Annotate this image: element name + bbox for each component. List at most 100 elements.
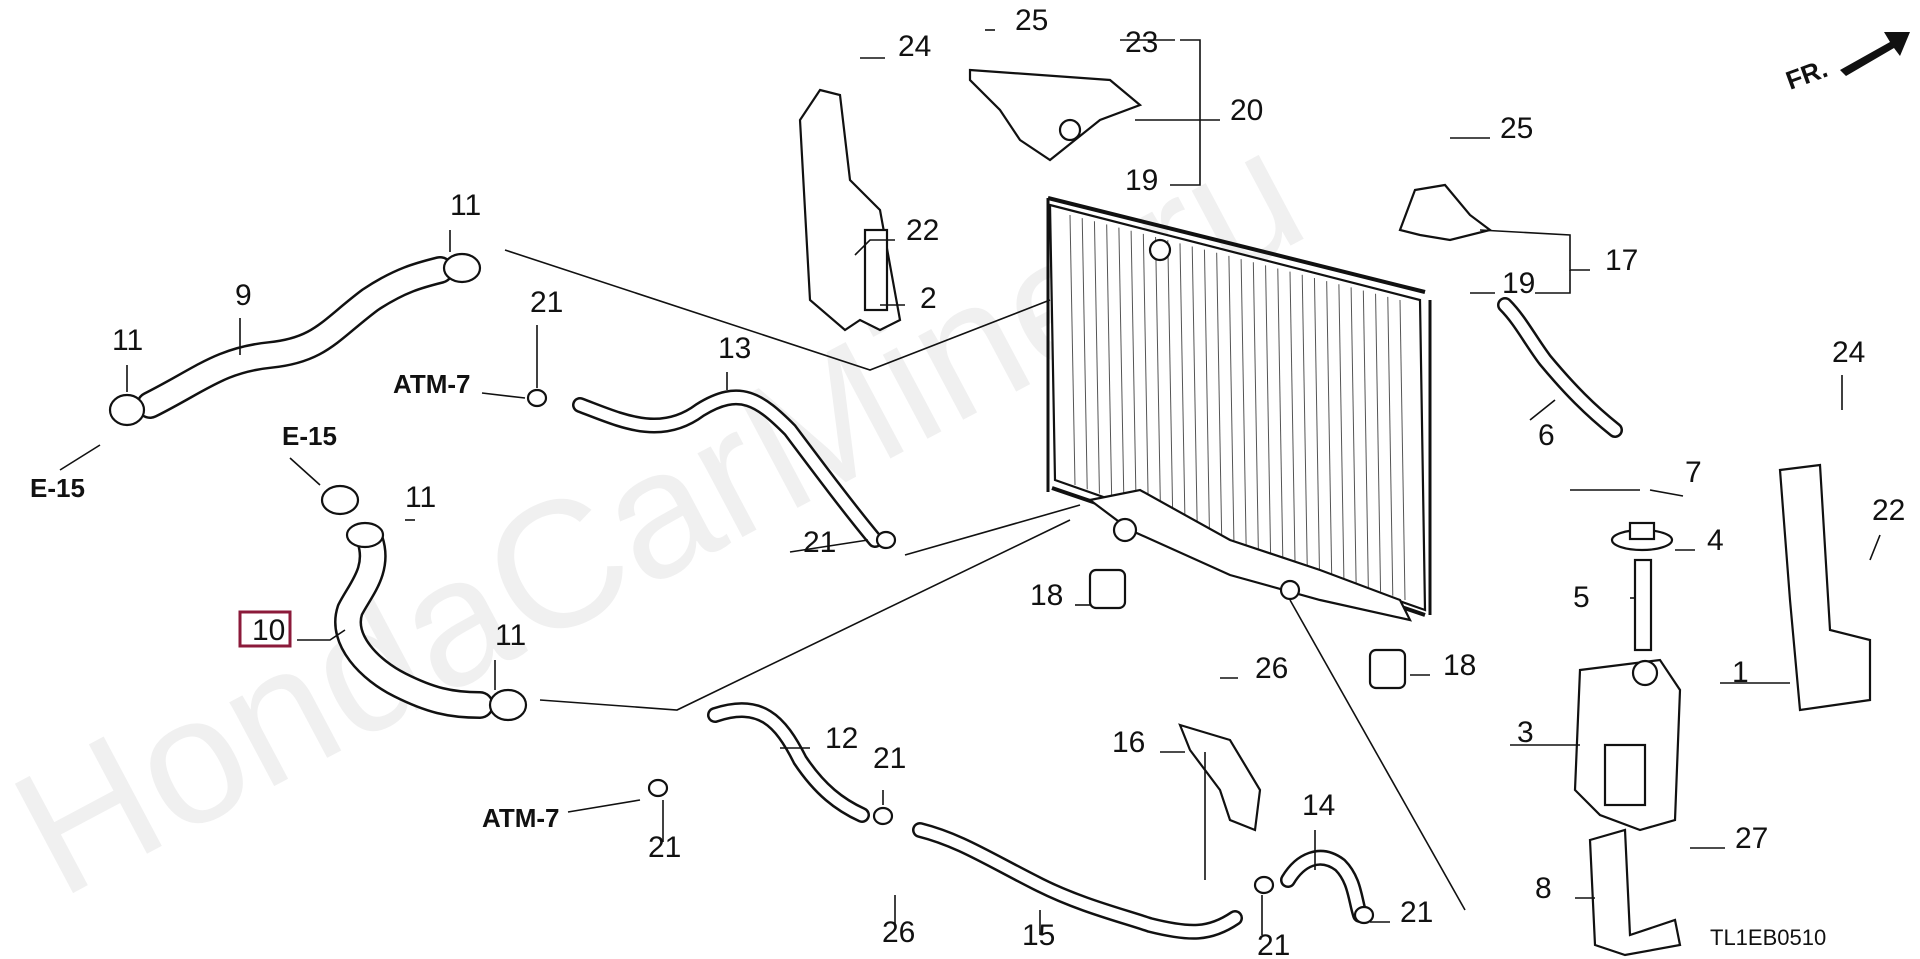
front-direction-indicator: FR. (1782, 32, 1910, 96)
radiator[interactable] (1046, 196, 1432, 622)
reference-label: ATM-7 (393, 369, 471, 399)
radiator-core-fins (1069, 214, 1406, 601)
radiator-fin (1069, 214, 1076, 486)
radiator-fin (1375, 293, 1382, 592)
pipe-clip-16[interactable] (1178, 723, 1262, 832)
hose-14[interactable] (1280, 849, 1368, 923)
part-number-label: 18 (1443, 649, 1476, 682)
radiator-fin (1106, 224, 1113, 498)
part-number-label: 2 (920, 282, 937, 315)
tank-bracket-8[interactable] (1588, 828, 1682, 957)
callout-lines (59, 29, 1881, 935)
atf-hose-13[interactable] (572, 389, 883, 548)
part-number-label: 7 (1685, 456, 1702, 489)
radiator-fin (1216, 252, 1223, 537)
upper-bracket-17[interactable] (1398, 183, 1493, 242)
radiator-fin (1081, 218, 1088, 490)
tank-cap-4[interactable] (1610, 521, 1674, 552)
part-number-label: 18 (1030, 579, 1063, 612)
part-number-label: 9 (235, 279, 252, 312)
part-number-label: 24 (1832, 336, 1865, 369)
radiator-fin (1093, 221, 1100, 494)
radiator-fin (1350, 287, 1357, 583)
radiator-fin (1387, 296, 1394, 596)
part-number-label: 21 (530, 286, 563, 319)
air-guide-right-1[interactable] (1778, 463, 1872, 712)
part-number-label: 4 (1707, 524, 1724, 557)
radiator-fin (1277, 268, 1284, 558)
direction-label: FR. (1782, 53, 1832, 96)
part-number-label: 22 (1872, 494, 1905, 527)
upper-bracket-20[interactable] (968, 68, 1143, 162)
part-number-label: 3 (1517, 716, 1534, 749)
radiator-fin (1326, 281, 1333, 575)
radiator-fin (1142, 233, 1149, 511)
part-number-label: 21 (803, 526, 836, 559)
part-number-label: 26 (882, 916, 915, 949)
radiator-fin (1203, 249, 1210, 532)
atf-hose-12[interactable] (707, 702, 870, 823)
radiator-fin (1118, 227, 1125, 503)
atf-pipe-15[interactable] (912, 822, 1243, 940)
radiator-fin (1289, 271, 1296, 562)
part-number-label: 19 (1502, 267, 1535, 300)
part-number-label: 1 (1732, 656, 1749, 689)
overflow-pipe-6[interactable] (1497, 297, 1623, 438)
reserve-tank-3[interactable] (1573, 658, 1682, 832)
radiator-fin (1313, 277, 1320, 571)
part-number-label: 22 (906, 214, 939, 247)
part-number-label: 21 (1400, 896, 1433, 929)
air-guide-left-2[interactable] (798, 88, 902, 332)
part-number-label: 11 (450, 189, 481, 222)
lower-radiator-hose[interactable] (334, 521, 494, 719)
part-number-labels: 24252320192522217191191121136247E-15E-15… (30, 4, 1905, 959)
radiator-fin (1179, 243, 1186, 524)
radiator-fin (1301, 274, 1308, 566)
part-number-label: 21 (1257, 929, 1290, 959)
part-number-label: 14 (1302, 789, 1335, 822)
part-number-label: 10 (252, 614, 285, 647)
part-number-label: 12 (825, 722, 858, 755)
radiator-fin (1240, 259, 1247, 545)
reference-label: E-15 (282, 421, 337, 451)
radiator-fin (1338, 284, 1345, 579)
reference-label: ATM-7 (482, 803, 560, 833)
radiator-fin (1130, 230, 1137, 507)
part-number-label: 21 (873, 742, 906, 775)
part-number-label: 25 (1500, 112, 1533, 145)
part-number-label: 17 (1605, 244, 1638, 277)
cushions-18[interactable] (1088, 568, 1407, 690)
part-number-label: 26 (1255, 652, 1288, 685)
part-number-label: 25 (1015, 4, 1048, 37)
radiator-fin (1167, 240, 1174, 520)
upper-radiator-hose[interactable] (136, 256, 454, 419)
radiator-fin (1228, 255, 1235, 541)
hose-clamps (108, 252, 1375, 925)
part-number-label: 16 (1112, 726, 1145, 759)
part-number-label: 24 (898, 30, 931, 63)
part-number-label: 13 (718, 332, 751, 365)
radiator-fin (1399, 299, 1406, 601)
part-number-label: 20 (1230, 94, 1263, 127)
part-number-label: 5 (1573, 581, 1590, 614)
part-number-label: 11 (112, 324, 143, 357)
radiator-fin (1155, 237, 1162, 515)
part-number-label: 11 (405, 481, 436, 514)
part-number-label: 8 (1535, 872, 1552, 905)
part-number-label: 11 (495, 619, 526, 652)
siphon-tube-5[interactable] (1633, 558, 1653, 652)
reference-label: E-15 (30, 473, 85, 503)
radiator-fin (1265, 265, 1272, 554)
part-number-label: 27 (1735, 822, 1768, 855)
highlight-box-part-10 (238, 610, 292, 648)
part-number-label: 6 (1538, 419, 1555, 452)
radiator-fin (1191, 246, 1198, 528)
part-number-label: 23 (1125, 26, 1158, 59)
part-number-label: 19 (1125, 164, 1158, 197)
diagram-code: TL1EB0510 (1710, 925, 1826, 950)
radiator-fin (1252, 262, 1259, 549)
radiator-fin (1362, 290, 1369, 588)
part-number-label: 15 (1022, 919, 1055, 952)
part-number-label: 21 (648, 831, 681, 864)
